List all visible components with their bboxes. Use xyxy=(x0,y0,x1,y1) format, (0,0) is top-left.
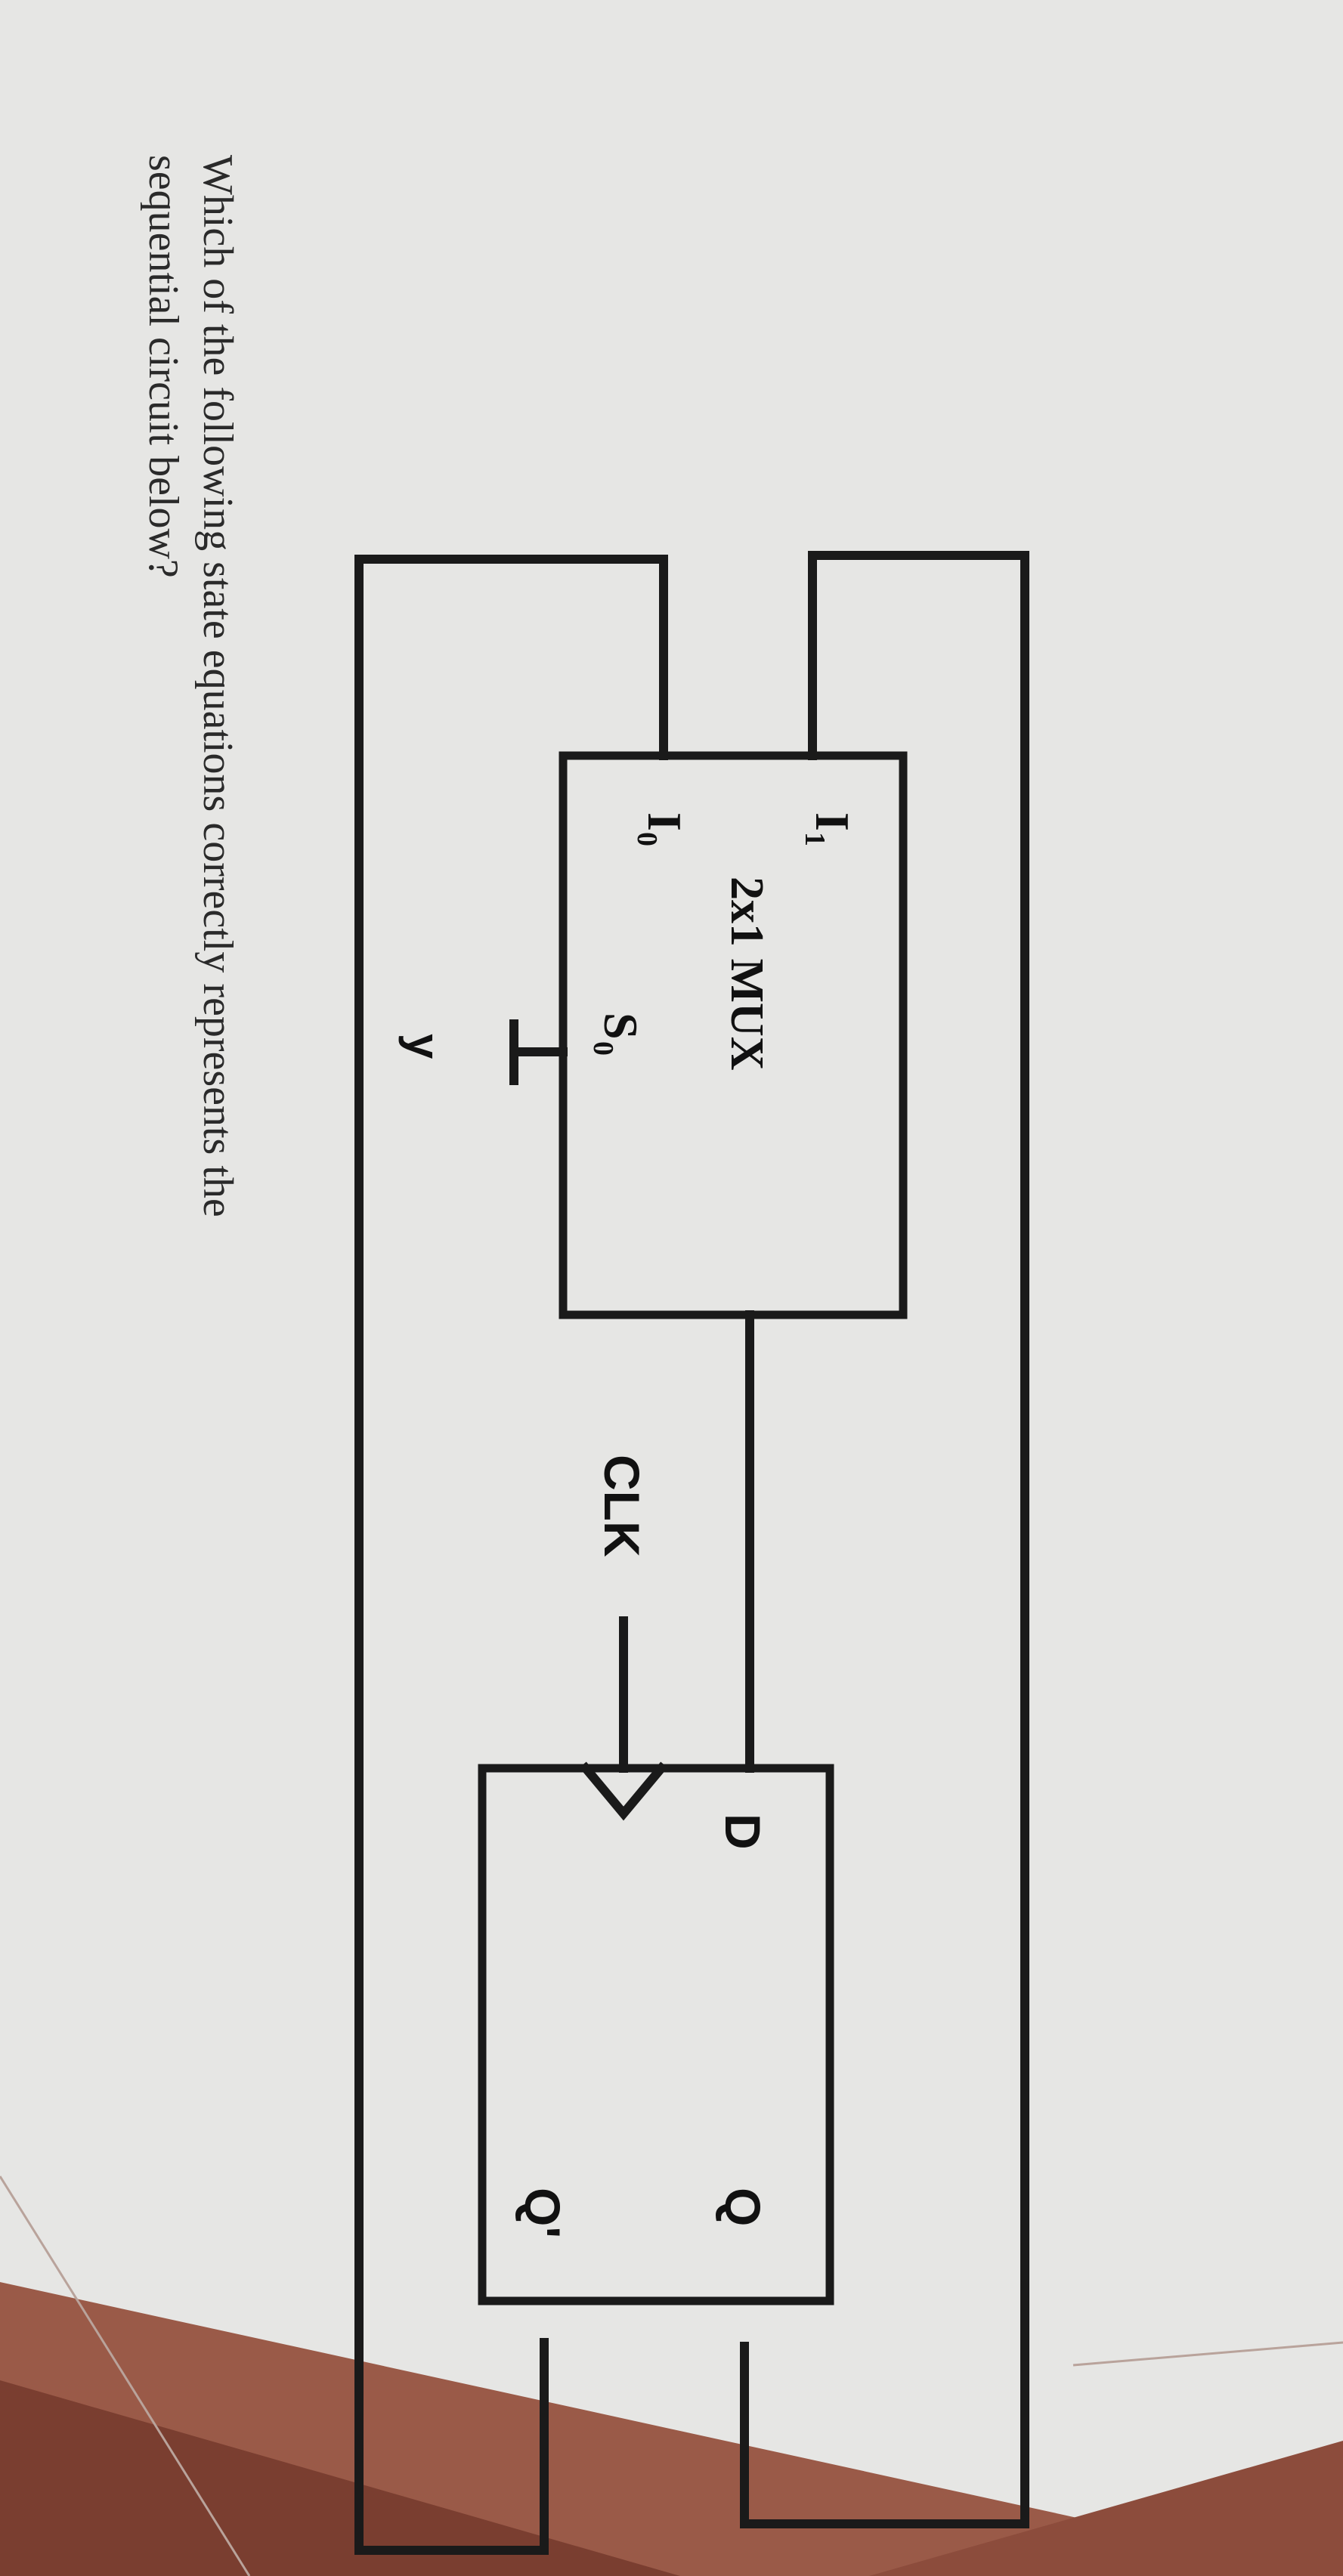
wire-qbar-to-i0 xyxy=(354,555,668,2555)
flipflop-block: D Q Q' CLK xyxy=(478,1455,834,2305)
mux-input0-label: I xyxy=(638,812,692,831)
flipflop-q-label: Q xyxy=(715,2188,771,2226)
mux-block: I 1 I 0 2x1 MUX S 0 y xyxy=(398,751,908,1319)
question-text-group: Which of the following state equations c… xyxy=(140,155,241,1217)
wires xyxy=(354,551,1029,2555)
select-signal-label: y xyxy=(398,1034,449,1059)
mux-input1-subscript: 1 xyxy=(799,832,831,846)
clock-triangle-icon xyxy=(579,1761,668,1821)
wire-q-to-i1 xyxy=(740,551,1029,2528)
mux-input0-subscript: 0 xyxy=(631,832,663,846)
question-line-2: sequential circuit below? xyxy=(140,155,187,578)
mux-title: 2x1 MUX xyxy=(721,877,772,1071)
mux-input1-label: I xyxy=(806,812,859,831)
mux-box xyxy=(559,751,908,1319)
question-line-1: Which of the following state equations c… xyxy=(194,155,241,1217)
slide-corner-decoration xyxy=(0,2176,1343,2576)
mux-select-subscript: 0 xyxy=(587,1041,619,1056)
flipflop-d-label: D xyxy=(715,1814,771,1850)
clock-label: CLK xyxy=(594,1455,650,1557)
flipflop-qbar-label: Q' xyxy=(515,2188,571,2238)
mux-select-label: S xyxy=(594,1013,648,1040)
